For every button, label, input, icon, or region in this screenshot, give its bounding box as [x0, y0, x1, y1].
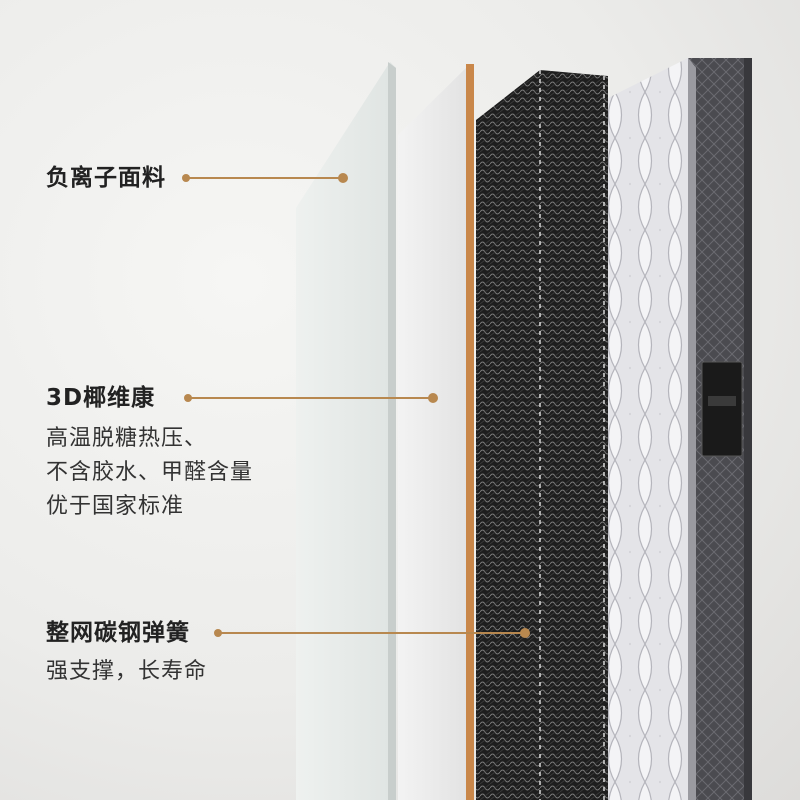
leader-line-carbon-spring	[218, 632, 524, 634]
leader-start-anion-fabric	[182, 174, 190, 182]
callout-title: 负离子面料	[46, 165, 166, 191]
quilted-top-layer	[604, 58, 696, 800]
callout-anion-fabric: 负离子面料	[46, 164, 166, 192]
coir-layer	[398, 64, 474, 800]
leader-start-coir-3d	[184, 394, 192, 402]
callout-title: 整网碳钢弹簧	[46, 620, 190, 646]
leader-dot-coir-3d	[428, 393, 438, 403]
leader-dot-carbon-spring	[520, 628, 530, 638]
brand-tag	[701, 361, 743, 457]
leader-dot-anion-fabric	[338, 173, 348, 183]
callout-desc-line: 高温脱糖热压、	[46, 426, 208, 451]
callout-coir-3d: 3D椰维康 高温脱糖热压、 不含胶水、甲醛含量 优于国家标准	[46, 384, 253, 524]
callout-carbon-spring: 整网碳钢弹簧 强支撑，长寿命	[46, 619, 207, 689]
leader-line-anion-fabric	[186, 177, 342, 179]
leader-line-coir-3d	[188, 397, 432, 399]
callout-desc-line: 强支撑，长寿命	[46, 659, 208, 684]
callout-desc-line: 优于国家标准	[46, 494, 185, 519]
callout-desc-line: 不含胶水、甲醛含量	[46, 460, 254, 485]
callout-title: 3D椰维康	[46, 385, 156, 411]
spring-layer	[476, 70, 608, 800]
fabric-layer	[296, 62, 396, 800]
leader-start-carbon-spring	[214, 629, 222, 637]
